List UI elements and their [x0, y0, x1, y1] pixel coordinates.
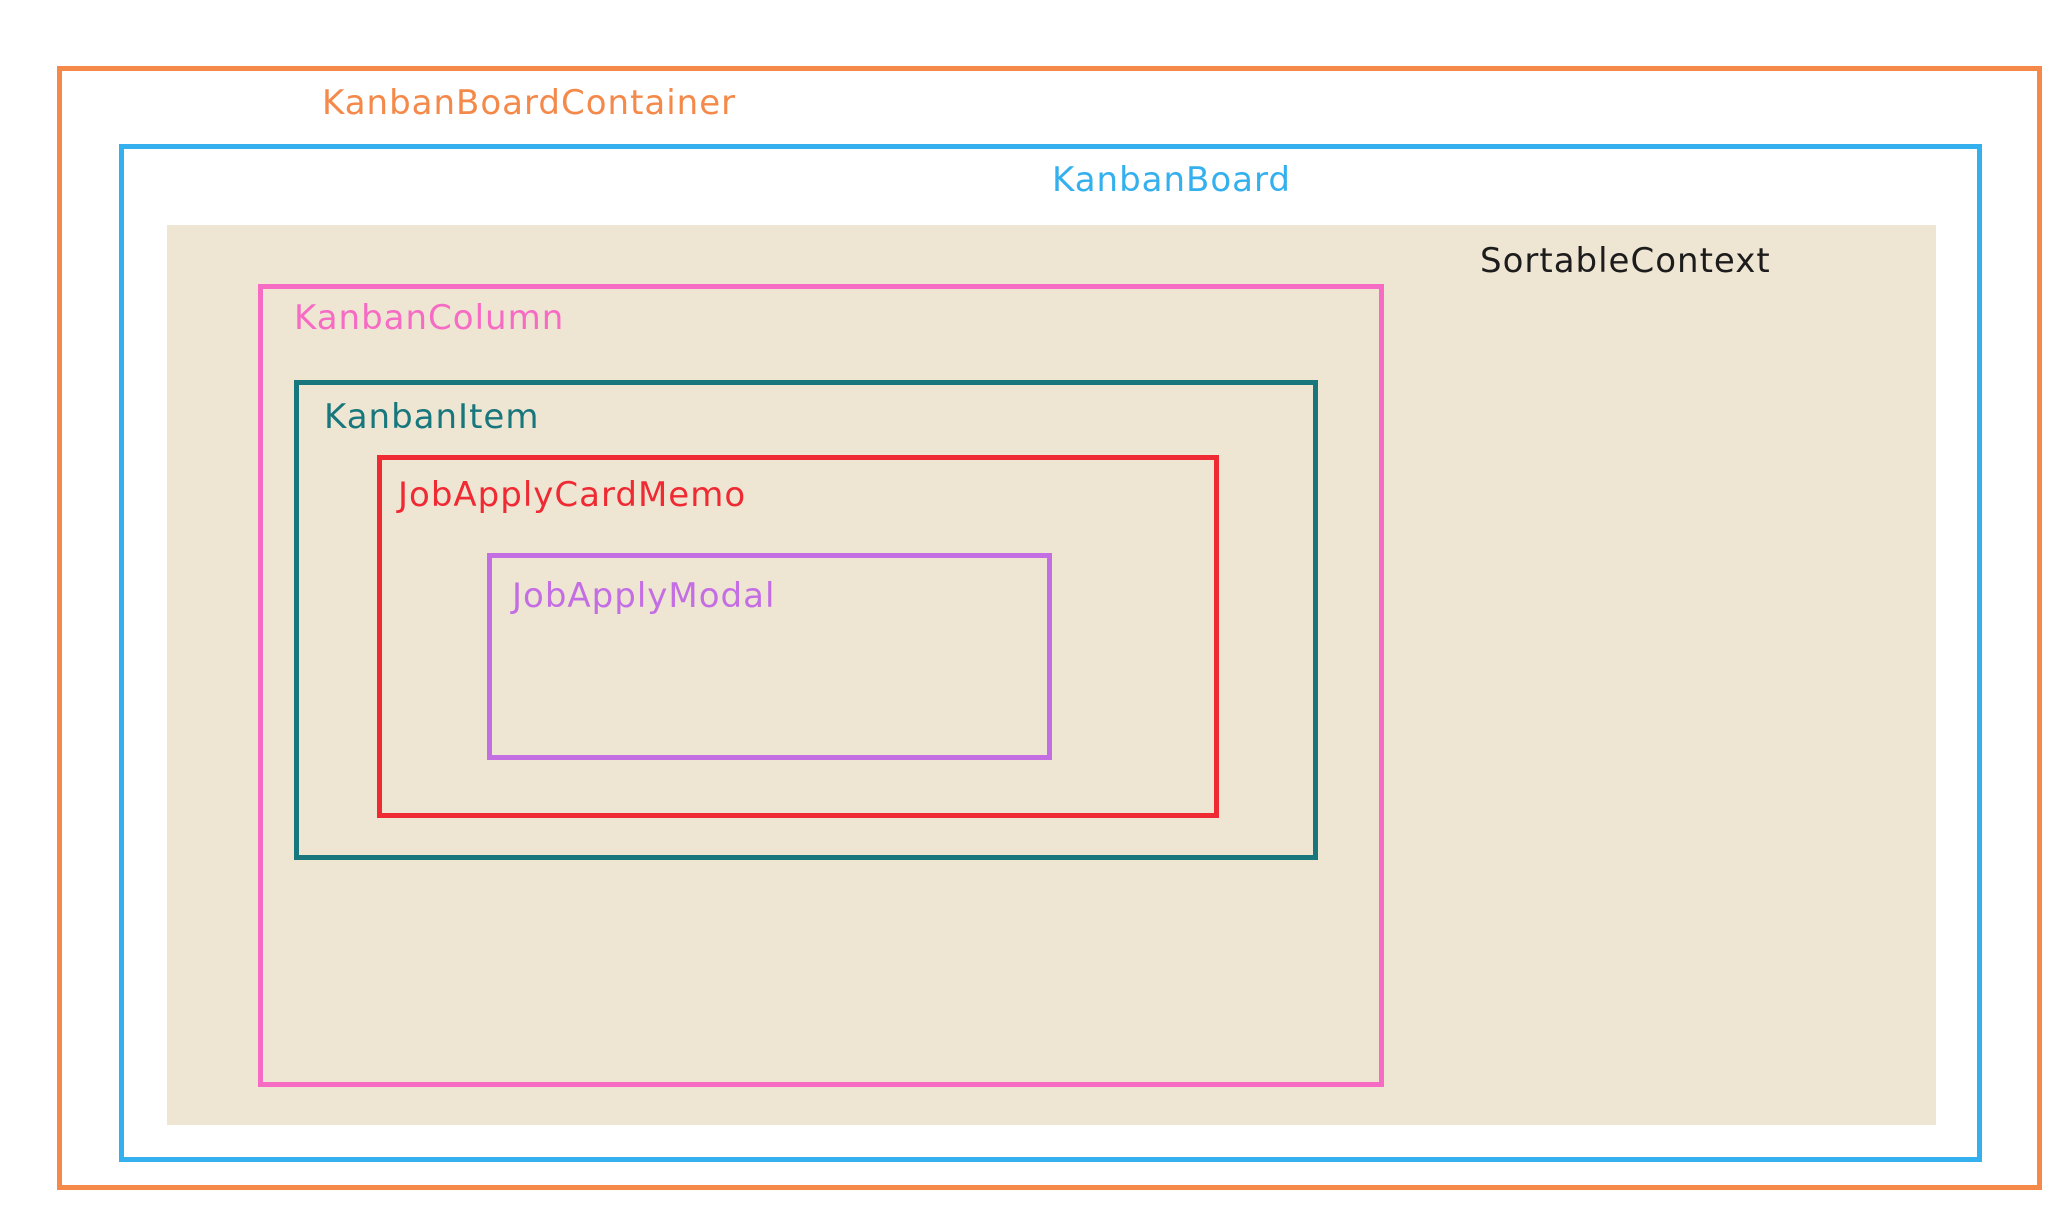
kanban-item-box — [294, 380, 1318, 860]
job-apply-card-memo-box — [377, 455, 1219, 818]
kanban-board-container-label: KanbanBoardContainer — [322, 83, 737, 123]
kanban-board-container-box — [57, 66, 2042, 1190]
kanban-board-label: KanbanBoard — [1052, 160, 1291, 200]
job-apply-modal-label: JobApplyModal — [512, 576, 776, 616]
job-apply-modal-box — [487, 553, 1052, 760]
sortable-context-label: SortableContext — [1480, 241, 1771, 281]
kanban-board-box — [119, 144, 1982, 1162]
kanban-column-box — [258, 284, 1384, 1087]
kanban-column-label: KanbanColumn — [294, 298, 565, 338]
job-apply-card-memo-label: JobApplyCardMemo — [398, 475, 747, 515]
kanban-item-label: KanbanItem — [324, 397, 540, 437]
